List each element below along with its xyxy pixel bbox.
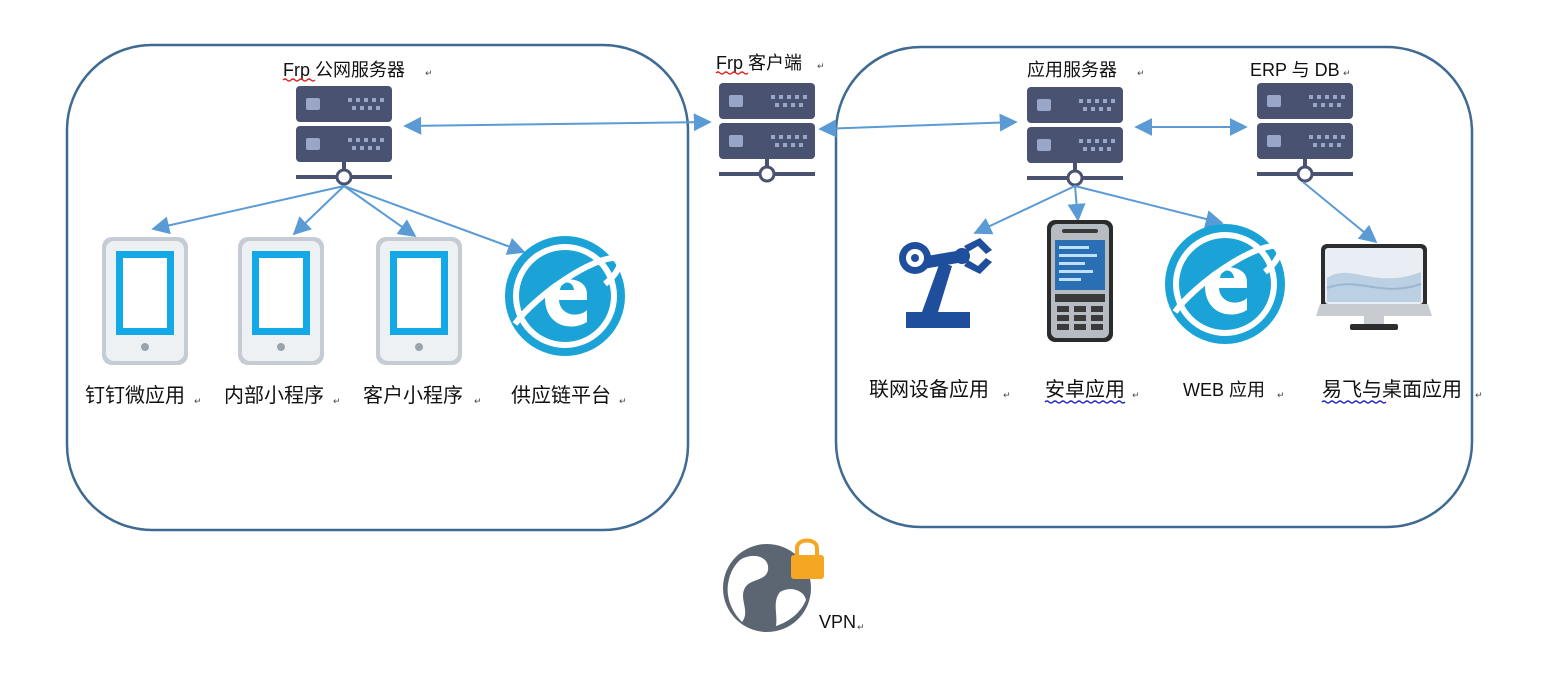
arrow-to-web [1074,185,1224,228]
app-server-icon [1025,85,1125,187]
svg-text:↵: ↵ [1132,391,1140,401]
arrow-to-iot [973,185,1076,235]
android-label: 安卓应用 [1045,377,1125,401]
frp-client-label: Frp 客户端 [716,53,802,73]
supply-chain-ie-browser-icon [505,236,625,356]
svg-text:↵: ↵ [817,62,825,72]
svg-text:↵: ↵ [474,397,482,407]
yifei-desktop-label: 易飞与桌面应用 [1322,377,1462,401]
svg-text:↵: ↵ [194,397,202,407]
customer-mini-phone-icon [376,237,462,365]
vpn-label: VPN [819,612,856,632]
erp-db-label: ERP 与 DB [1250,60,1340,80]
arrow-to-desktop [1302,181,1378,244]
svg-text:↵: ↵ [857,623,865,633]
internal-mini-label: 内部小程序 [224,383,324,407]
frp-public-to-client-arrow [403,113,712,135]
customer-mini-label: 客户小程序 [363,383,463,407]
svg-text:↵: ↵ [1137,69,1145,79]
internal-mini-phone-icon [238,237,324,365]
svg-text:↵: ↵ [333,397,341,407]
web-label: WEB 应用 [1183,380,1265,400]
iot-label: 联网设备应用 [869,377,989,401]
dingtalk-phone-icon [102,237,188,365]
arrow-to-internal-mini [292,185,345,236]
vpn-globe-lock-icon [723,538,824,632]
desktop-monitor-icon [1316,244,1432,330]
supply-chain-label: 供应链平台 [511,383,611,407]
robot-arm-icon [899,238,992,328]
internal-network-group [834,45,1474,529]
frp-public-server-label: Frp 公网服务器 [283,60,405,80]
web-ie-browser-icon [1165,224,1285,344]
public-network-group [65,43,690,532]
svg-text:↵: ↵ [1277,391,1285,401]
app-server-label: 应用服务器 [1027,60,1117,80]
dingtalk-label: 钉钉微应用 [85,383,185,407]
arrow-to-customer-mini [343,185,417,238]
android-phone-icon [1047,220,1113,342]
svg-text:↵: ↵ [1003,391,1011,401]
svg-text:↵: ↵ [1343,69,1351,79]
svg-text:↵: ↵ [619,397,627,407]
arrow-to-dingtalk [151,185,345,235]
frp-client-to-app-arrow [818,113,1018,138]
frp-client-server-icon [717,81,817,183]
arrow-to-android [1067,185,1086,222]
svg-text:↵: ↵ [425,69,433,79]
arrow-to-supply-chain [343,185,526,255]
erp-db-server-icon [1255,81,1355,183]
frp-public-server-icon [294,84,394,186]
svg-text:↵: ↵ [1475,391,1483,401]
